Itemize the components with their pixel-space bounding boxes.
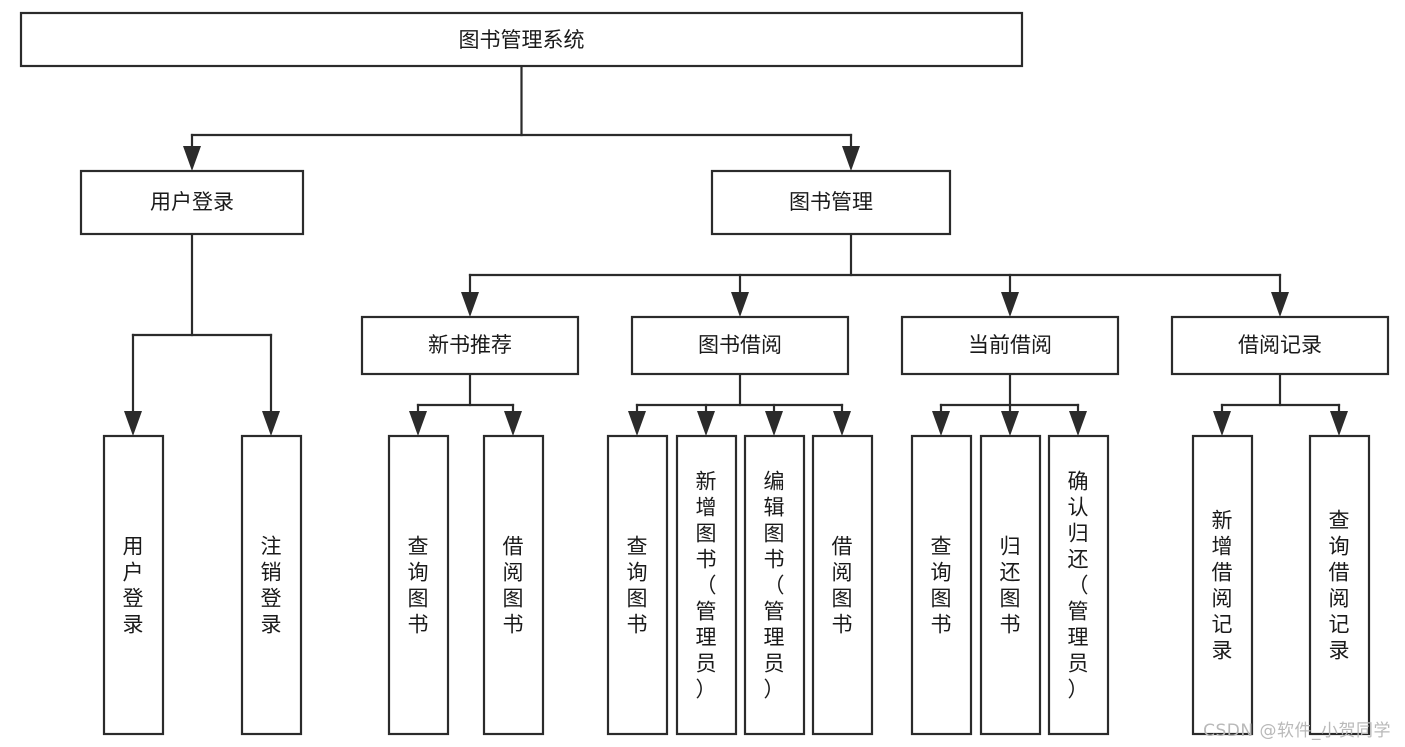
node-current-borrow-label: 当前借阅 bbox=[968, 333, 1052, 357]
node-leaf-query-book-2-box[interactable] bbox=[606, 434, 669, 736]
node-leaf-query-book-1-label: 查询图书 bbox=[408, 534, 429, 636]
arrowhead-user-login bbox=[183, 146, 201, 171]
node-leaf-borrow-book-1-label: 借阅图书 bbox=[503, 534, 524, 636]
node-leaf-user-login-label: 用户登录 bbox=[123, 534, 144, 636]
node-leaf-return-book-box[interactable] bbox=[979, 434, 1042, 736]
node-leaf-edit-book-box[interactable] bbox=[743, 434, 806, 736]
node-leaf-user-login[interactable]: 用户登录 bbox=[102, 434, 165, 736]
node-book-manage[interactable]: 图书管理 bbox=[710, 169, 952, 236]
node-root[interactable]: 图书管理系统 bbox=[19, 11, 1024, 68]
arrowhead-book-borrow bbox=[731, 292, 749, 317]
node-leaf-add-record-box[interactable] bbox=[1191, 434, 1254, 736]
node-new-book-recommend-label: 新书推荐 bbox=[428, 333, 512, 357]
node-new-book-recommend[interactable]: 新书推荐 bbox=[360, 315, 580, 376]
node-leaf-query-book-3-label: 查询图书 bbox=[931, 534, 952, 636]
node-leaf-borrow-book-1-box[interactable] bbox=[482, 434, 545, 736]
node-leaf-user-logout-label: 注销登录 bbox=[261, 534, 282, 636]
node-leaf-query-book-2[interactable]: 查询图书 bbox=[606, 434, 669, 736]
arrowhead-leaf-borrow-book-2 bbox=[833, 411, 851, 436]
connector-layer bbox=[124, 64, 1348, 436]
arrowhead-leaf-confirm-return bbox=[1069, 411, 1087, 436]
node-leaf-add-record[interactable]: 新增借阅记录 bbox=[1191, 434, 1254, 736]
node-leaf-borrow-book-2[interactable]: 借阅图书 bbox=[811, 434, 874, 736]
arrowhead-current-borrow bbox=[1001, 292, 1019, 317]
node-leaf-return-book[interactable]: 归还图书 bbox=[979, 434, 1042, 736]
node-leaf-borrow-book-2-label: 借阅图书 bbox=[832, 534, 853, 636]
arrowhead-leaf-query-book-2 bbox=[628, 411, 646, 436]
csdn-watermark: CSDN @软件_小贺同学 bbox=[1203, 721, 1391, 741]
arrowhead-leaf-add-book bbox=[697, 411, 715, 436]
node-leaf-borrow-book-1[interactable]: 借阅图书 bbox=[482, 434, 545, 736]
node-leaf-user-logout-box[interactable] bbox=[240, 434, 303, 736]
node-leaf-edit-book-label: 编辑图书（管理员） bbox=[764, 469, 785, 701]
node-root-label: 图书管理系统 bbox=[459, 28, 585, 52]
node-leaf-query-record-label: 查询借阅记录 bbox=[1329, 508, 1350, 662]
arrowhead-leaf-return-book bbox=[1001, 411, 1019, 436]
arrowhead-leaf-borrow-book-1 bbox=[504, 411, 522, 436]
node-borrow-record-label: 借阅记录 bbox=[1238, 333, 1322, 357]
node-borrow-record-box[interactable] bbox=[1170, 315, 1390, 376]
node-leaf-confirm-return[interactable]: 确认归还（管理员） bbox=[1047, 434, 1110, 736]
arrowhead-leaf-query-record bbox=[1330, 411, 1348, 436]
node-leaf-query-record-box[interactable] bbox=[1308, 434, 1371, 736]
arrowhead-leaf-add-record bbox=[1213, 411, 1231, 436]
node-leaf-add-book-box[interactable] bbox=[675, 434, 738, 736]
node-current-borrow-box[interactable] bbox=[900, 315, 1120, 376]
node-book-borrow-box[interactable] bbox=[630, 315, 850, 376]
node-leaf-query-book-1-box[interactable] bbox=[387, 434, 450, 736]
node-leaf-add-record-label: 新增借阅记录 bbox=[1212, 508, 1233, 662]
arrowhead-new-book-recommend bbox=[461, 292, 479, 317]
node-leaf-return-book-label: 归还图书 bbox=[1000, 534, 1021, 636]
node-current-borrow[interactable]: 当前借阅 bbox=[900, 315, 1120, 376]
node-leaf-query-book-3[interactable]: 查询图书 bbox=[910, 434, 973, 736]
node-book-borrow[interactable]: 图书借阅 bbox=[630, 315, 850, 376]
node-leaf-edit-book[interactable]: 编辑图书（管理员） bbox=[743, 434, 806, 736]
node-leaf-query-book-1[interactable]: 查询图书 bbox=[387, 434, 450, 736]
node-new-book-recommend-box[interactable] bbox=[360, 315, 580, 376]
node-leaf-borrow-book-2-box[interactable] bbox=[811, 434, 874, 736]
node-book-manage-box[interactable] bbox=[710, 169, 952, 236]
node-borrow-record[interactable]: 借阅记录 bbox=[1170, 315, 1390, 376]
node-user-login-box[interactable] bbox=[79, 169, 305, 236]
arrowhead-leaf-edit-book bbox=[765, 411, 783, 436]
arrowhead-book-manage bbox=[842, 146, 860, 171]
node-user-login-label: 用户登录 bbox=[150, 190, 234, 214]
node-leaf-confirm-return-box[interactable] bbox=[1047, 434, 1110, 736]
arrowhead-leaf-query-book-3 bbox=[932, 411, 950, 436]
node-book-manage-label: 图书管理 bbox=[789, 190, 873, 214]
arrowhead-borrow-record bbox=[1271, 292, 1289, 317]
arrowhead-leaf-user-logout bbox=[262, 411, 280, 436]
node-leaf-query-book-3-box[interactable] bbox=[910, 434, 973, 736]
node-leaf-query-record[interactable]: 查询借阅记录 bbox=[1308, 434, 1371, 736]
node-leaf-user-logout[interactable]: 注销登录 bbox=[240, 434, 303, 736]
node-leaf-add-book-label: 新增图书（管理员） bbox=[696, 469, 717, 701]
node-root-box[interactable] bbox=[19, 11, 1024, 68]
node-leaf-user-login-box[interactable] bbox=[102, 434, 165, 736]
node-leaf-query-book-2-label: 查询图书 bbox=[627, 534, 648, 636]
node-book-borrow-label: 图书借阅 bbox=[698, 333, 782, 357]
node-leaf-confirm-return-label: 确认归还（管理员） bbox=[1068, 469, 1089, 701]
node-leaf-add-book[interactable]: 新增图书（管理员） bbox=[675, 434, 738, 736]
node-user-login[interactable]: 用户登录 bbox=[79, 169, 305, 236]
arrowhead-leaf-user-login bbox=[124, 411, 142, 436]
arrowhead-leaf-query-book-1 bbox=[409, 411, 427, 436]
